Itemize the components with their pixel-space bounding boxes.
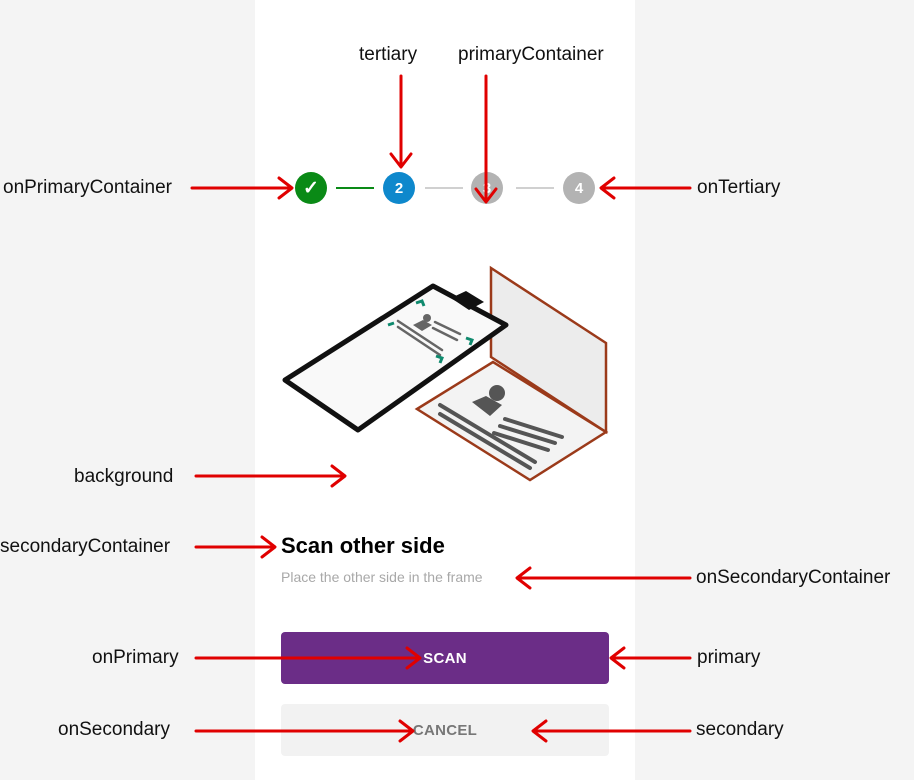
step-1-indicator: ✓ <box>295 172 327 204</box>
step-2-indicator: 2 <box>383 172 415 204</box>
page-subtitle: Place the other side in the frame <box>281 569 483 585</box>
annotation-primary-container: primaryContainer <box>458 44 604 65</box>
annotation-on-secondary: onSecondary <box>58 719 170 740</box>
annotation-tertiary: tertiary <box>359 44 418 65</box>
annotation-primary: primary <box>697 647 761 668</box>
annotation-secondary-container: secondaryContainer <box>0 536 171 557</box>
page-title: Scan other side <box>281 533 445 558</box>
cancel-button[interactable]: CANCEL <box>281 704 609 756</box>
annotation-on-primary-container: onPrimaryContainer <box>3 177 172 198</box>
scan-button[interactable]: SCAN <box>281 632 609 684</box>
step-connector-1 <box>336 187 374 189</box>
step-connector-3 <box>516 187 554 189</box>
annotation-on-primary: onPrimary <box>92 647 179 668</box>
step-3-indicator: 3 <box>471 172 503 204</box>
annotation-secondary: secondary <box>696 719 784 740</box>
annotation-on-secondary-container: onSecondaryContainer <box>696 567 891 588</box>
annotation-background: background <box>74 466 174 487</box>
step-connector-2 <box>425 187 463 189</box>
step-4-indicator: 4 <box>563 172 595 204</box>
annotation-on-tertiary: onTertiary <box>697 177 781 198</box>
